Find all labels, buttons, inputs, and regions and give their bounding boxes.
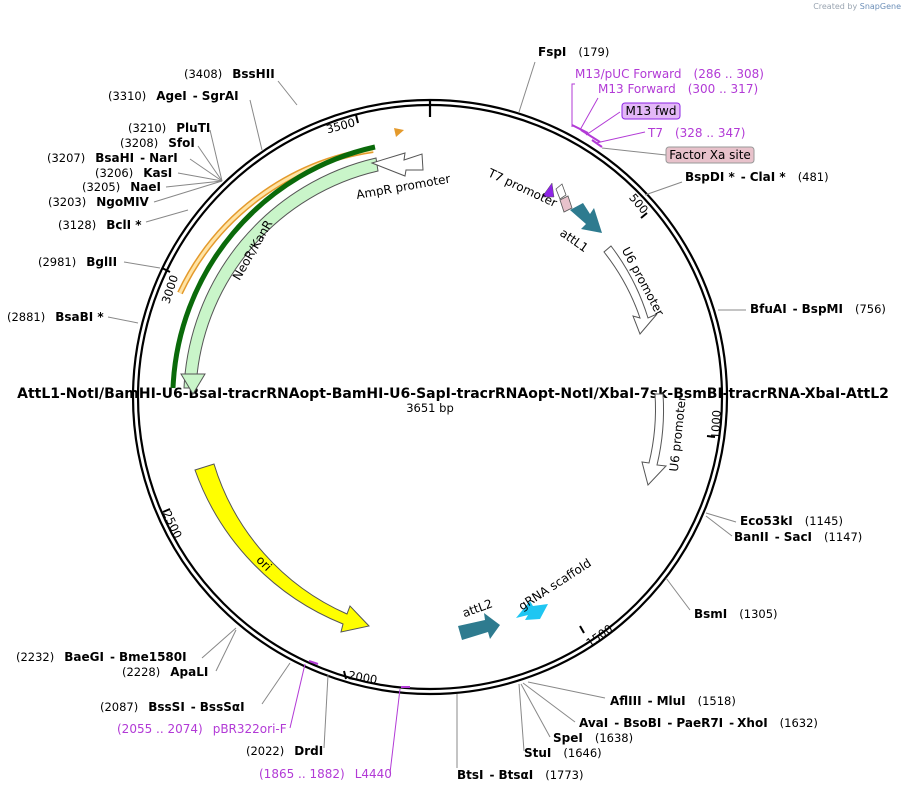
tick-label-1000: 1000 (708, 410, 724, 440)
site-ngomiv[interactable]: (3203)NgoMIV (48, 195, 150, 209)
credit-prefix: Created by (813, 2, 858, 11)
primer-t7[interactable]: T7(328 .. 347) (647, 126, 745, 140)
plasmid-name: AttL1-NotI/BamHI-U6-BsaI-tracrRNAopt-Bam… (17, 386, 889, 402)
label-t7-promoter: T7 promoter (485, 165, 559, 210)
site-bsahi-nari[interactable]: (3207)BsaHI-NarI (47, 151, 178, 165)
primer-l4440[interactable]: (1865 .. 1882)L4440 (259, 767, 392, 781)
feature-box-m13-fwd[interactable]: M13 fwd (621, 102, 681, 120)
site-btsi[interactable]: BtsI-BtsαI(1773) (457, 768, 583, 782)
plasmid-length: 3651 bp (406, 401, 454, 415)
site-naei[interactable]: (3205)NaeI (82, 180, 161, 194)
label-attl1: attL1 (557, 226, 591, 255)
primer-m13-forward[interactable]: M13 Forward(300 .. 317) (598, 82, 758, 96)
tick-label-2000: 2000 (347, 668, 378, 687)
site-bsabi[interactable]: (2881)BsaBI * (7, 310, 104, 324)
feature-neor[interactable]: NeoR/KanR (170, 128, 404, 395)
feature-t7-promoter[interactable]: T7 promoter (485, 165, 573, 213)
primer-m13-puc-forward[interactable]: M13/pUC Forward(286 .. 308) (575, 67, 764, 81)
leader-lines (107, 61, 746, 774)
site-fspi[interactable]: FspI(179) (538, 45, 609, 59)
site-bsshii[interactable]: (3408)BssHII (184, 67, 275, 81)
right-site-labels: FspI(179) M13/pUC Forward(286 .. 308) M1… (457, 45, 886, 782)
left-site-labels: (3408)BssHII (3310)AgeI-SgrAI (3210)PluT… (7, 67, 392, 781)
label-attl2: attL2 (460, 596, 494, 620)
site-apali[interactable]: (2228)ApaLI (122, 665, 208, 679)
primer-pbr322ori-f[interactable]: (2055 .. 2074)pBR322ori-F (117, 722, 287, 736)
site-kasi[interactable]: (3206)KasI (95, 166, 172, 180)
site-baegi-bme1580i[interactable]: (2232)BaeGI-Bme1580I (16, 650, 187, 664)
site-pluti[interactable]: (3210)PluTI (128, 121, 210, 135)
site-aflIII-mlui[interactable]: AflIII-MluI(1518) (610, 694, 736, 708)
tick-label-2500: 2500 (160, 508, 185, 540)
site-sfoi[interactable]: (3208)SfoI (120, 136, 195, 150)
feature-u6-promoter-1[interactable]: U6 promoter (603, 245, 667, 335)
site-bglii[interactable]: (2981)BglII (38, 255, 117, 269)
credit-brand: SnapGene (859, 2, 901, 11)
snapgene-credit: Created by SnapGene (813, 2, 901, 11)
feature-box-factor-xa[interactable]: Factor Xa site (665, 146, 755, 164)
tick-label-3000: 3000 (159, 273, 181, 305)
site-stui[interactable]: StuI(1646) (524, 746, 602, 760)
tick-marks (161, 114, 716, 680)
site-bsmi[interactable]: BsmI(1305) (694, 607, 778, 621)
label-ampr-promoter: AmpR promoter (355, 172, 451, 202)
feature-grna-scaffold[interactable]: gRNA scaffold (516, 556, 594, 620)
feature-ori[interactable]: ori (194, 463, 370, 633)
backbone (131, 98, 729, 696)
feature-attl2[interactable]: attL2 (458, 596, 500, 640)
primer-marks (308, 124, 603, 688)
site-bcli[interactable]: (3128)BclI * (58, 218, 142, 232)
site-bfuai-bspmi[interactable]: BfuAI-BspMI(756) (750, 302, 886, 316)
site-eco53ki[interactable]: Eco53kI(1145) (740, 514, 843, 528)
site-drdi[interactable]: (2022)DrdI (246, 744, 323, 758)
site-bsssi-bsssai[interactable]: (2087)BssSI-BssSαI (100, 700, 245, 714)
feature-u6-promoter-2[interactable]: U6 promoter (641, 393, 689, 486)
label-grna-scaffold: gRNA scaffold (516, 556, 594, 613)
site-agei-sgrai[interactable]: (3310)AgeI-SgrAI (108, 89, 239, 103)
site-spei[interactable]: SpeI(1638) (553, 731, 633, 745)
site-bspdi-clai[interactable]: BspDI *-ClaI *(481) (685, 170, 829, 184)
site-avai-xhoi[interactable]: AvaI-BsoBI-PaeR7I-XhoI(1632) (579, 716, 818, 730)
label-u6-promoter-2: U6 promoter (667, 395, 689, 472)
site-banii-saci[interactable]: BanII-SacI(1147) (734, 530, 862, 544)
box-label-m13-fwd: M13 fwd (626, 104, 677, 118)
box-label-factor-xa: Factor Xa site (669, 148, 751, 162)
